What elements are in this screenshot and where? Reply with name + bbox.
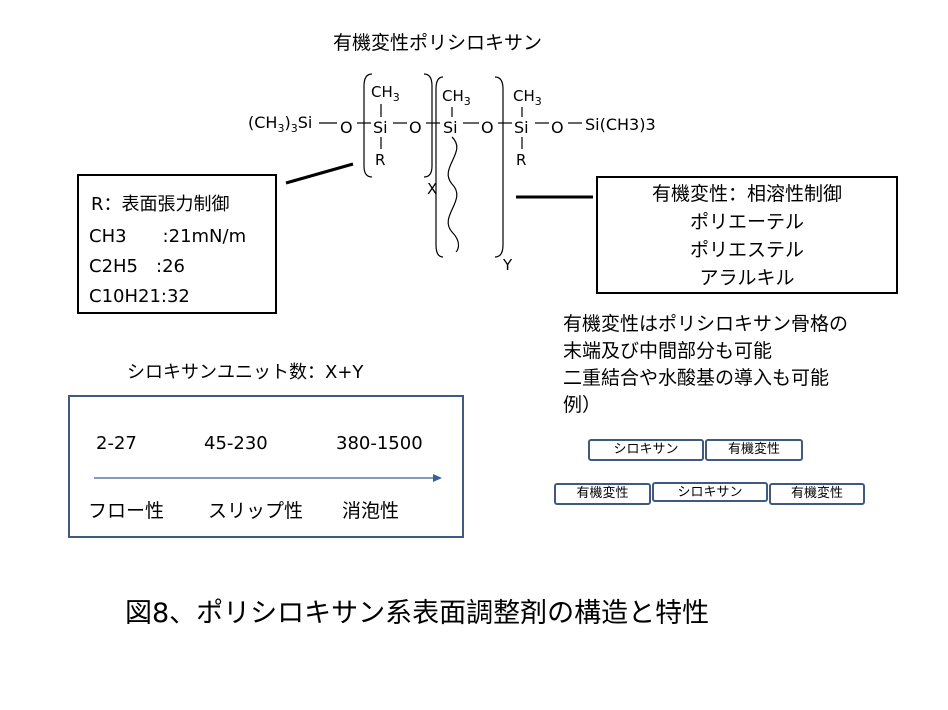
oxygen-atom: O bbox=[340, 118, 353, 137]
organic-chain-wave bbox=[447, 136, 460, 253]
formula-left-end: (CH3)3Si bbox=[248, 113, 312, 135]
note-line: 例） bbox=[563, 394, 602, 416]
note-line: 二重結合や水酸基の導入も可能 bbox=[563, 367, 830, 389]
svg-text:O: O bbox=[551, 118, 564, 137]
example-segment-siloxane: シロキサン bbox=[652, 482, 768, 502]
unit-range-box: 2-27 45-230 380-1500 フロー性 スリップ性 消泡性 bbox=[68, 395, 464, 538]
page-title: 有機変性ポリシロキサン bbox=[333, 32, 543, 54]
example-segment-organic: 有機変性 bbox=[554, 483, 651, 505]
modification-type: アラルキル bbox=[699, 267, 795, 289]
modification-box-title: 有機変性：相溶性制御 bbox=[651, 183, 842, 205]
structural-formula: (CH3)3Si O Si CH3 R O X Si CH3 O Y Si CH… bbox=[248, 73, 656, 274]
example-segment-siloxane: シロキサン bbox=[588, 439, 704, 461]
modification-note: 有機変性はポリシロキサン骨格の 末端及び中間部分も可能 二重結合や水酸基の導入も… bbox=[563, 311, 848, 419]
methyl-group: CH3 bbox=[371, 83, 400, 104]
modification-type: ポリエーテル bbox=[689, 211, 804, 233]
figure-caption: 図8、ポリシロキサン系表面調整剤の構造と特性 bbox=[125, 598, 710, 629]
bracket-y-left bbox=[435, 76, 444, 258]
svg-text:O: O bbox=[481, 118, 494, 137]
modification-type: ポリエステル bbox=[689, 239, 804, 261]
r-group: R bbox=[375, 151, 385, 169]
bracket-x-right bbox=[423, 73, 433, 178]
unit-range-high: 380-1500 bbox=[336, 433, 423, 454]
methyl-group: CH3 bbox=[513, 87, 542, 108]
silicon-atom: Si bbox=[443, 118, 458, 137]
r-group-box: R：表面張力制御 CH3 :21mN/m C2H5 :26 C10H21:32 bbox=[77, 174, 277, 314]
r-box-list: CH3 :21mN/m C2H5 :26 C10H21:32 bbox=[89, 222, 246, 312]
methyl-group: CH3 bbox=[442, 87, 471, 108]
unit-range-mid: 45-230 bbox=[204, 433, 268, 454]
silicon-atom: Si bbox=[373, 118, 388, 137]
unit-range-low: 2-27 bbox=[96, 433, 137, 454]
property-defoaming: 消泡性 bbox=[342, 500, 400, 522]
bracket-x-left bbox=[363, 73, 373, 178]
r-box-row: C2H5 :26 bbox=[89, 256, 185, 277]
r-box-row: C10H21:32 bbox=[89, 286, 190, 307]
unit-count-label: シロキサンユニット数：X+Y bbox=[127, 362, 364, 383]
svg-text:O: O bbox=[409, 118, 422, 137]
r-group: R bbox=[516, 151, 526, 169]
increase-arrow bbox=[94, 474, 442, 482]
bracket-y-right bbox=[494, 76, 504, 258]
r-box-title: R：表面張力制御 bbox=[91, 194, 230, 215]
formula-right-end: Si(CH3)3 bbox=[585, 115, 656, 134]
r-box-row: CH3 :21mN/m bbox=[89, 226, 247, 247]
silicon-atom: Si bbox=[514, 118, 529, 137]
note-line: 有機変性はポリシロキサン骨格の bbox=[563, 313, 849, 335]
x-label: X bbox=[427, 180, 437, 198]
y-label: Y bbox=[502, 256, 513, 274]
property-slip: スリップ性 bbox=[208, 500, 304, 522]
property-flow: フロー性 bbox=[88, 500, 165, 522]
example-segment-organic: 有機変性 bbox=[769, 483, 865, 505]
example-segment-organic: 有機変性 bbox=[705, 439, 803, 461]
modification-box: 有機変性：相溶性制御 ポリエーテル ポリエステル アラルキル bbox=[596, 176, 898, 294]
r-connector-line bbox=[285, 162, 354, 185]
note-line: 末端及び中間部分も可能 bbox=[563, 340, 773, 362]
